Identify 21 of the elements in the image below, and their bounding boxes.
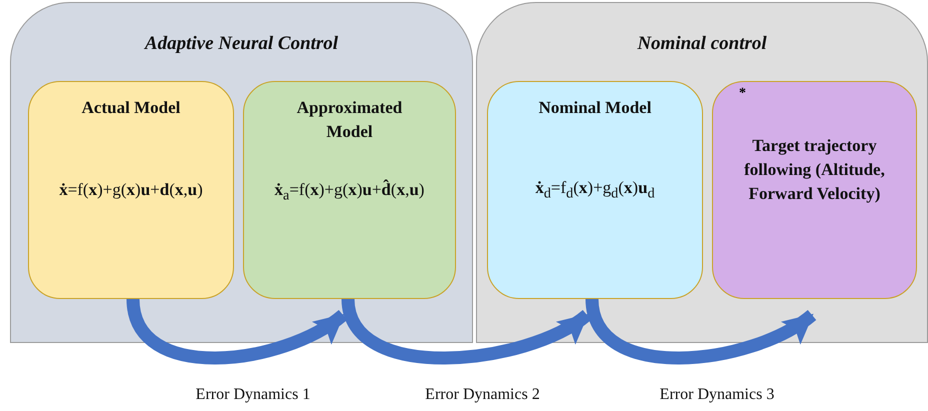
box-heading: Nominal Model [538, 97, 652, 119]
control-panel [10, 2, 473, 343]
edge-label: Error Dynamics 1 [196, 386, 310, 404]
asterisk-mark: * [739, 86, 746, 102]
box-heading: Approximated Model [296, 97, 404, 143]
panel-title: Nominal control [636, 33, 768, 55]
curved-arrow [342, 298, 591, 364]
control-panel [476, 2, 928, 343]
edge-label: Error Dynamics 2 [425, 386, 540, 404]
equation: ẋ$_{d}$=f$_{d}$(x)+g$_{d}$(x)u$_{d}$ [534, 178, 656, 202]
equation: ẋ=f(x)+g(x)u+d(x,u) [58, 180, 204, 200]
curved-arrow [586, 298, 816, 364]
panel-title: Adaptive Neural Control [143, 33, 340, 55]
model-box [487, 81, 703, 299]
box-text: Target trajectory following (Altitude, Forward Velocity) [743, 135, 886, 205]
model-box [243, 81, 456, 299]
edge-label: Error Dynamics 3 [660, 386, 774, 404]
model-box [28, 81, 234, 299]
box-heading: Actual Model [80, 97, 182, 119]
model-box [712, 81, 917, 299]
equation: ẋ$_{a}$=f(x)+g(x)u+d̂(x,u) [274, 180, 426, 204]
